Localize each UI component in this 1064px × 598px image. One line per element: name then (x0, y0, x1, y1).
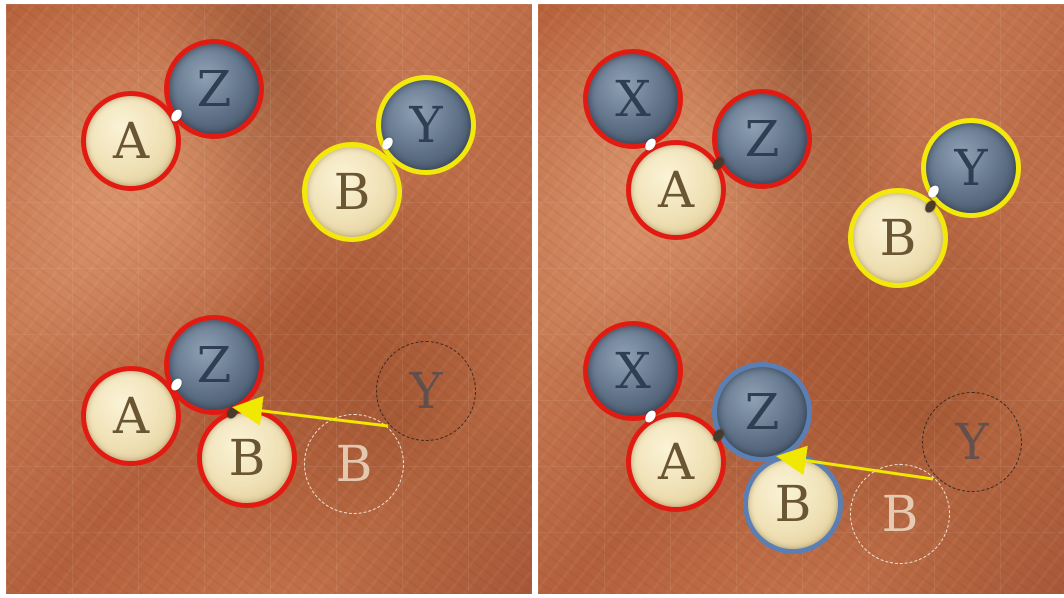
token-letter: A (113, 391, 149, 441)
token-z[interactable]: Z (164, 39, 264, 139)
ghost-token-b: B (850, 464, 950, 564)
token-letter: Z (197, 340, 232, 390)
ghost-token-y: Y (922, 392, 1022, 492)
token-a[interactable]: A (626, 412, 726, 512)
left-board: A Z B Y A Z B Y B (6, 4, 532, 594)
token-z[interactable]: Z (712, 89, 812, 189)
token-letter: A (658, 165, 694, 215)
token-z[interactable]: Z (164, 315, 264, 415)
token-letter: A (658, 437, 694, 487)
token-letter: X (615, 346, 651, 396)
token-b[interactable]: B (197, 408, 297, 508)
token-x[interactable]: X (583, 49, 683, 149)
token-letter: Z (197, 64, 232, 114)
ghost-token-b: B (304, 414, 404, 514)
token-letter: Y (409, 100, 442, 150)
token-letter: B (229, 433, 266, 483)
token-letter: B (334, 167, 371, 217)
token-letter: A (113, 116, 149, 166)
token-x[interactable]: X (583, 321, 683, 421)
token-z[interactable]: Z (712, 362, 812, 462)
ghost-letter: Y (955, 417, 988, 467)
token-letter: B (775, 479, 812, 529)
ghost-letter: Y (409, 366, 442, 416)
token-b[interactable]: B (743, 454, 843, 554)
token-a[interactable]: A (626, 140, 726, 240)
ghost-letter: B (336, 439, 373, 489)
token-letter: Z (745, 114, 780, 164)
ghost-letter: B (882, 489, 919, 539)
token-letter: Y (954, 143, 987, 193)
ghost-token-y: Y (376, 341, 476, 441)
token-letter: X (615, 74, 651, 124)
token-letter: Z (745, 387, 780, 437)
token-y[interactable]: Y (376, 75, 476, 175)
token-letter: B (880, 213, 917, 263)
right-board: X A Z B Y X A Z B Y B (538, 4, 1064, 594)
